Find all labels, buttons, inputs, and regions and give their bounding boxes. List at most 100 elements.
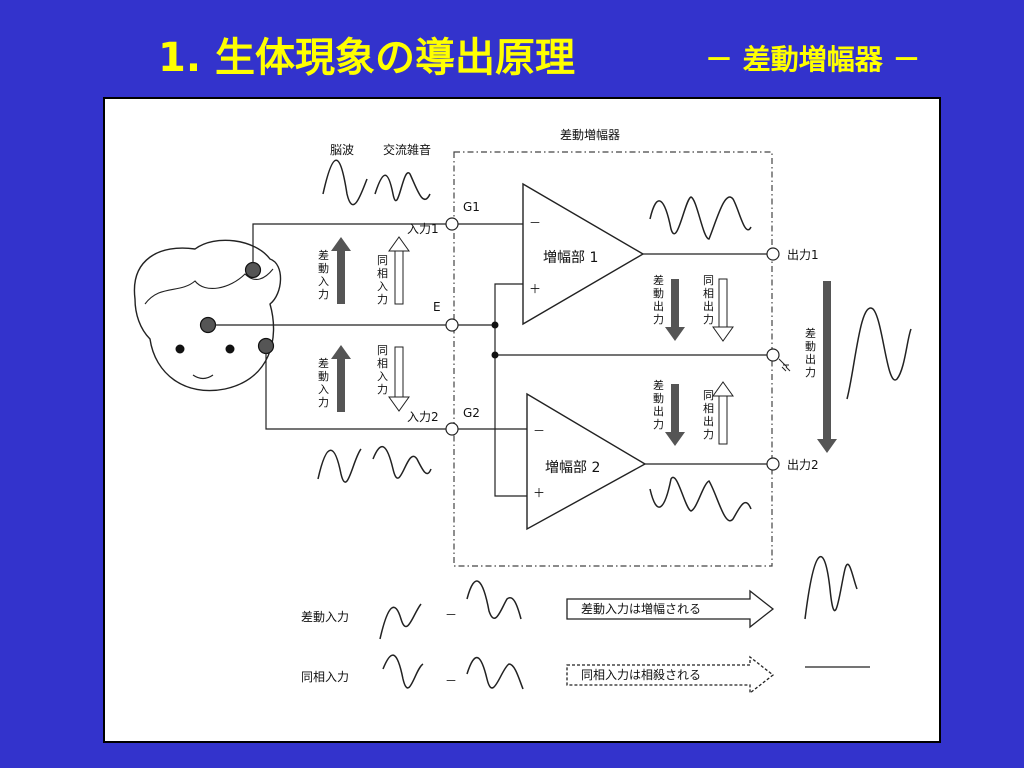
svg-text:力: 力 (318, 288, 329, 301)
svg-text:力: 力 (318, 396, 329, 409)
diff-output-arrow-upper (665, 279, 685, 341)
amplifier-box-label: 差動増幅器 (560, 127, 620, 142)
output1-label: 出力1 (787, 248, 819, 262)
noise-waveform (374, 172, 431, 202)
diff-output-text-upper: 差 動 出 力 (653, 273, 664, 326)
common-output-text-lower: 同 相 出 力 (703, 389, 714, 441)
amplifier-1-label: 増幅部 1 (543, 250, 598, 266)
svg-text:同: 同 (703, 389, 714, 402)
ac-noise-label: 交流雑音 (383, 142, 431, 157)
e-label: E (433, 300, 441, 314)
svg-text:差: 差 (805, 326, 816, 340)
svg-text:同: 同 (377, 254, 388, 267)
terminal-ground (766, 348, 780, 362)
diff-amplified-arrow (566, 589, 775, 629)
legend-diff-wave-b (466, 580, 522, 620)
svg-text:差: 差 (653, 273, 664, 287)
head-figure (133, 239, 282, 392)
terminal-output2 (766, 457, 780, 471)
electrode-g2 (257, 337, 275, 355)
svg-text:差: 差 (653, 378, 664, 392)
slide-subtitle: － 差動増幅器 － (705, 43, 921, 76)
svg-text:力: 力 (703, 313, 714, 326)
terminal-output1 (766, 247, 780, 261)
svg-text:入: 入 (377, 280, 388, 293)
legend-diff-wave-a (379, 603, 422, 640)
amp2-minus: － (533, 424, 545, 438)
amplifier-boundary (453, 151, 773, 567)
diff-output-arrow-lower (665, 384, 685, 446)
svg-text:力: 力 (703, 428, 714, 441)
legend-common-wave-a (382, 654, 424, 689)
input1-label: 入力1 (407, 222, 439, 236)
svg-text:相: 相 (377, 267, 388, 280)
diff-input-arrow-upper (331, 237, 351, 304)
final-output-waveform (846, 307, 912, 400)
legend-common-input-label: 同相入力 (301, 670, 349, 684)
right-eye (225, 344, 235, 354)
brainwave-waveform (322, 159, 368, 206)
legend-common-minus: － (445, 674, 457, 688)
diff-output-text-lower: 差 動 出 力 (653, 378, 664, 431)
svg-text:入: 入 (377, 370, 388, 383)
common-output-arrow-lower (712, 381, 734, 445)
svg-text:出: 出 (703, 414, 714, 428)
svg-text:動: 動 (318, 261, 329, 275)
svg-text:差: 差 (318, 248, 329, 262)
g1-label: G1 (463, 200, 480, 214)
ground-symbol (778, 358, 791, 372)
svg-text:入: 入 (318, 383, 329, 396)
legend-diff-input-label: 差動入力 (301, 610, 349, 624)
g2-label: G2 (463, 406, 480, 420)
svg-text:力: 力 (653, 418, 664, 431)
amplifier-2 (526, 392, 647, 531)
common-cancelled-text: 同相入力は相殺される (581, 668, 701, 682)
svg-text:出: 出 (805, 352, 816, 366)
svg-text:力: 力 (805, 366, 816, 379)
slide-title: 1. 生体現象の導出原理 (158, 35, 575, 81)
svg-text:相: 相 (703, 402, 714, 415)
svg-text:入: 入 (318, 275, 329, 288)
svg-text:同: 同 (703, 274, 714, 287)
electrode-g1 (244, 261, 262, 279)
amp1-plus: ＋ (529, 282, 541, 296)
common-input-arrow-upper (388, 236, 410, 305)
svg-text:力: 力 (377, 293, 388, 306)
svg-text:相: 相 (703, 287, 714, 300)
common-input-text-upper: 同 相 入 力 (377, 254, 388, 306)
input2-wave-a (317, 448, 362, 483)
diff-input-text-lower: 差 動 入 力 (318, 356, 329, 409)
common-cancelled-arrow (566, 655, 775, 695)
legend-common-wave-b (466, 657, 524, 690)
terminal-g2 (445, 422, 459, 436)
legend-diff-minus: － (445, 608, 457, 622)
svg-text:差: 差 (318, 356, 329, 370)
svg-text:動: 動 (653, 391, 664, 405)
terminal-e (445, 318, 459, 332)
common-input-text-lower: 同 相 入 力 (377, 344, 388, 396)
svg-text:出: 出 (703, 299, 714, 313)
amplifier-1 (522, 182, 645, 326)
final-diff-output-text: 差 動 出 力 (805, 326, 816, 379)
svg-text:出: 出 (653, 299, 664, 313)
common-output-arrow-upper (712, 278, 734, 342)
svg-text:動: 動 (318, 369, 329, 383)
terminal-g1 (445, 217, 459, 231)
output1-waveform (649, 196, 752, 240)
input2-wave-b (372, 446, 432, 479)
brain-wave-label: 脳波 (330, 143, 354, 157)
diff-amplified-text: 差動入力は増幅される (581, 601, 701, 616)
common-output-text-upper: 同 相 出 力 (703, 274, 714, 326)
common-input-arrow-lower (388, 346, 410, 412)
output2-waveform (649, 476, 752, 522)
electrode-e (199, 316, 217, 334)
final-diff-output-arrow (817, 281, 837, 453)
amp1-minus: － (529, 216, 541, 230)
svg-text:動: 動 (805, 339, 816, 353)
svg-text:相: 相 (377, 357, 388, 370)
amplifier-2-label: 増幅部 2 (545, 460, 600, 476)
differential-amplifier-diagram: 差動増幅器 G1 E G2 入力1 入力2 増幅部 1 増幅部 2 － ＋ － … (133, 127, 912, 695)
svg-text:動: 動 (653, 286, 664, 300)
amplified-result-waveform (804, 556, 858, 620)
svg-text:同: 同 (377, 344, 388, 357)
